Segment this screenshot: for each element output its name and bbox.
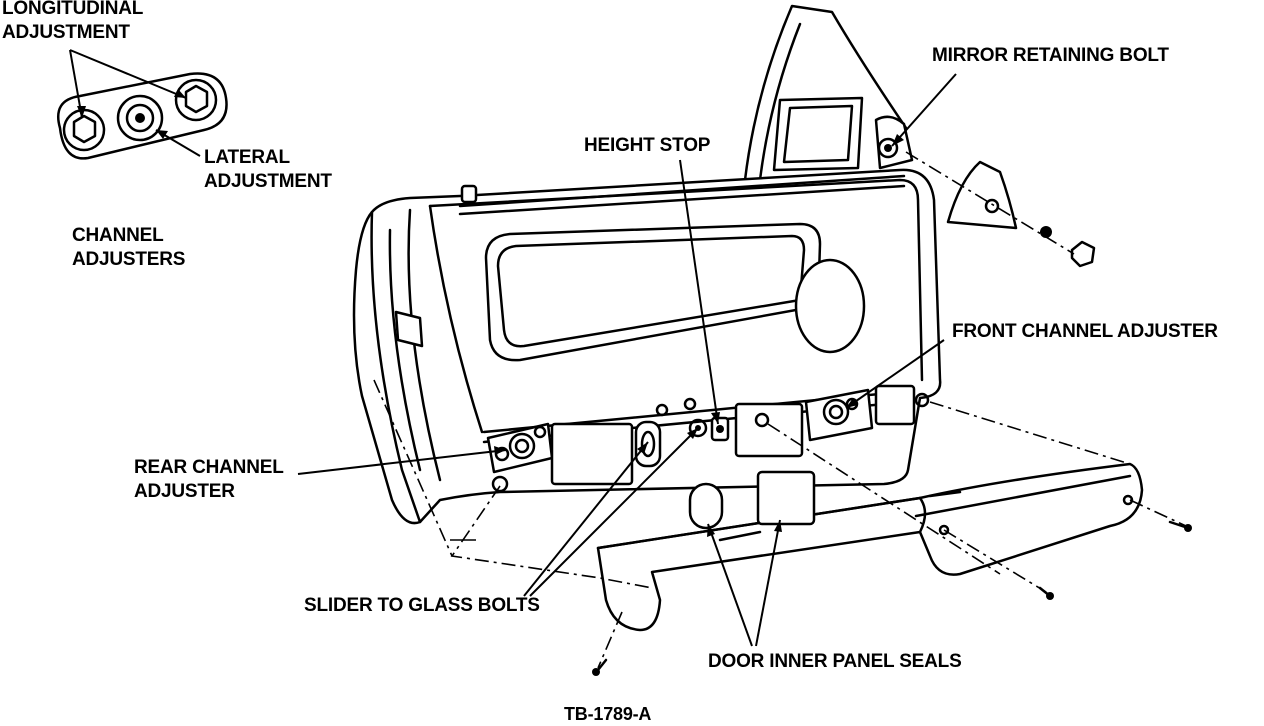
lateral-label-line2: ADJUSTMENT: [204, 171, 332, 192]
height-stop-label: HEIGHT STOP: [584, 135, 711, 156]
leader-lines: [297, 73, 957, 647]
channel-adjusters-label-line2: ADJUSTERS: [72, 249, 186, 270]
longitudinal-label-line1: LONGITUDINAL: [2, 0, 144, 19]
front-channel-adjuster-label: FRONT CHANNEL ADJUSTER: [952, 321, 1218, 342]
window-frame: [743, 4, 914, 182]
lateral-label-line1: LATERAL: [204, 147, 290, 168]
mirror-retaining-bolt-label: MIRROR RETAINING BOLT: [932, 45, 1169, 66]
figure-id-label: TB-1789-A: [564, 704, 652, 724]
channel-adjuster-inset: [57, 72, 228, 160]
longitudinal-label-line2: ADJUSTMENT: [2, 22, 130, 43]
alignment-lines: [373, 379, 1187, 669]
mirror-bracket: [905, 151, 1096, 268]
inner-panel-seals: [596, 462, 1144, 632]
inset-leaders: [69, 49, 201, 157]
door-panel: [352, 168, 942, 525]
slider-to-glass-bolts-label: SLIDER TO GLASS BOLTS: [304, 595, 540, 616]
channel-adjusters-label-line1: CHANNEL: [72, 225, 164, 246]
channel-bracket-area: [486, 384, 930, 493]
rear-channel-adjuster-label-line1: REAR CHANNEL: [134, 457, 284, 478]
rear-channel-adjuster-label-line2: ADJUSTER: [134, 481, 235, 502]
door-inner-panel-seals-label: DOOR INNER PANEL SEALS: [708, 651, 962, 672]
